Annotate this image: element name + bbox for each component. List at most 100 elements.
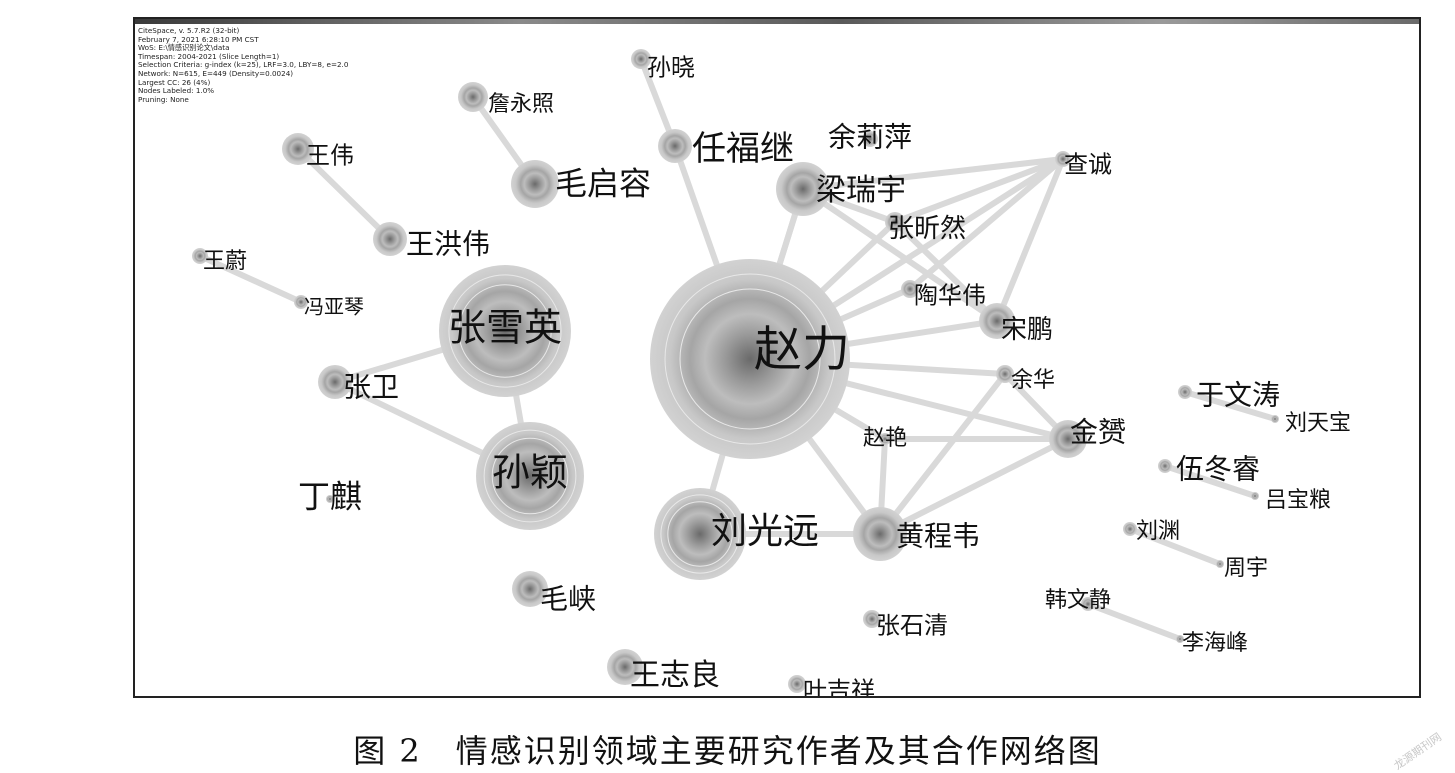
author-node[interactable]: 王志良 — [607, 649, 720, 693]
author-node-circle — [373, 222, 407, 256]
coauthor-link — [877, 371, 1008, 537]
author-node[interactable]: 梁瑞宇 — [776, 162, 906, 216]
author-label: 张雪英 — [448, 306, 562, 350]
author-node[interactable]: 刘渊 — [1123, 519, 1180, 544]
meta-line: Timespan: 2004-2021 (Slice Length=1) — [138, 51, 280, 61]
author-label: 张卫 — [343, 371, 399, 404]
author-label: 丁麒 — [298, 478, 362, 516]
author-node[interactable]: 金赟 — [1049, 416, 1126, 459]
coauthor-link — [907, 156, 1066, 292]
author-label: 查诚 — [1064, 151, 1112, 179]
author-node-ring — [458, 284, 552, 378]
author-node-circle — [776, 162, 830, 216]
author-label: 韩文静 — [1045, 588, 1111, 613]
author-label: 金赟 — [1070, 416, 1126, 449]
author-node-ring — [667, 501, 733, 567]
author-label: 王洪伟 — [406, 228, 490, 261]
author-node[interactable]: 孙颖 — [476, 422, 584, 530]
author-node[interactable]: 周宇 — [1216, 556, 1268, 581]
author-node[interactable]: 詹永照 — [458, 82, 554, 117]
author-node-ring — [679, 288, 821, 430]
author-node[interactable]: 李海峰 — [1176, 631, 1248, 656]
coauthor-link — [1182, 389, 1278, 422]
author-node-circle — [607, 649, 643, 685]
author-node-ring — [660, 494, 740, 574]
author-node[interactable]: 王伟 — [282, 133, 354, 170]
author-node[interactable]: 韩文静 — [1045, 588, 1111, 613]
author-node[interactable]: 余华 — [996, 365, 1055, 393]
author-label: 张石清 — [876, 612, 948, 640]
author-node-circle — [1178, 385, 1192, 399]
meta-line: WoS: E:\情感识别论文\data — [138, 43, 230, 53]
author-node[interactable]: 宋鹏 — [979, 303, 1053, 345]
citespace-info: CiteSpace, v. 5.7.R2 (32-bit)February 7,… — [138, 26, 349, 104]
author-node-circle — [788, 675, 806, 693]
author-label: 李海峰 — [1182, 631, 1248, 656]
author-node-circle — [1176, 635, 1184, 643]
author-node[interactable]: 刘光远 — [654, 488, 819, 580]
meta-line: Network: N=615, E=449 (Density=0.0024) — [138, 68, 294, 78]
author-node[interactable]: 吕宝粮 — [1251, 488, 1331, 513]
author-node-circle — [1158, 459, 1172, 473]
author-label: 毛峡 — [540, 583, 596, 616]
author-node[interactable]: 刘天宝 — [1271, 411, 1351, 436]
author-node[interactable]: 毛启容 — [511, 160, 651, 208]
author-label: 赵艳 — [863, 426, 907, 451]
coauthor-link — [197, 253, 304, 305]
author-label: 梁瑞宇 — [816, 173, 906, 208]
author-label: 黄程韦 — [896, 520, 980, 553]
author-node[interactable]: 王蔚 — [192, 248, 247, 274]
author-node[interactable]: 丁麒 — [298, 478, 362, 516]
author-node-ring — [483, 429, 577, 523]
author-node[interactable]: 查诚 — [1055, 151, 1112, 179]
author-label: 周宇 — [1224, 556, 1268, 581]
author-node-circle — [650, 259, 850, 459]
author-node-circle — [458, 82, 488, 112]
author-node[interactable]: 黄程韦 — [853, 507, 980, 561]
author-node-ring — [491, 437, 569, 515]
network-panel: 赵力 张雪英孙颖刘光远 黄程韦 梁瑞宇 毛启容任福继金赟 宋鹏 王洪伟张卫王志良毛峡 王伟 詹永… — [133, 17, 1421, 698]
coauthor-link — [877, 436, 1071, 537]
author-label: 冯亚琴 — [304, 295, 364, 319]
coauthor-link — [892, 156, 1066, 225]
author-node[interactable]: 于文涛 — [1178, 379, 1280, 412]
author-label: 叶吉祥 — [803, 677, 875, 699]
author-node[interactable]: 陶华伟 — [901, 280, 986, 310]
author-node[interactable]: 伍冬睿 — [1158, 453, 1260, 486]
author-label: 孙晓 — [647, 54, 695, 82]
author-node[interactable]: 赵力 — [650, 259, 850, 459]
author-node[interactable]: 任福继 — [658, 129, 794, 169]
author-node[interactable]: 张昕然 — [885, 212, 966, 244]
author-node[interactable]: 冯亚琴 — [294, 295, 364, 319]
author-node[interactable]: 余莉萍 — [828, 121, 912, 154]
author-label: 宋鹏 — [1001, 315, 1053, 345]
coauthor-link — [800, 156, 1066, 192]
author-node-circle — [512, 571, 548, 607]
author-node-circle — [1055, 151, 1071, 167]
author-label: 张昕然 — [888, 214, 966, 244]
author-node[interactable]: 孙晓 — [631, 49, 695, 82]
author-node[interactable]: 叶吉祥 — [788, 675, 875, 698]
author-node[interactable]: 毛峡 — [512, 571, 596, 616]
author-node[interactable]: 张雪英 — [439, 265, 571, 397]
coauthor-link — [994, 156, 1066, 324]
timeline-bar — [135, 19, 1419, 24]
author-label: 刘光远 — [711, 511, 819, 552]
author-node-circle — [853, 507, 907, 561]
author-label: 余莉萍 — [828, 121, 912, 154]
author-node[interactable]: 张石清 — [863, 610, 948, 640]
author-node[interactable]: 张卫 — [318, 365, 399, 404]
author-node-circle — [631, 49, 651, 69]
author-node-circle — [192, 248, 208, 264]
author-node-circle — [901, 280, 919, 298]
author-node-circle — [1271, 415, 1279, 423]
author-node[interactable]: 赵艳 — [863, 426, 907, 451]
meta-line: Selection Criteria: g-index (k=25), LRF=… — [138, 60, 349, 70]
author-label: 王伟 — [306, 142, 354, 170]
author-node-circle — [863, 610, 881, 628]
author-node[interactable]: 王洪伟 — [373, 222, 490, 261]
author-label: 刘渊 — [1136, 519, 1180, 544]
author-label: 孙颖 — [492, 451, 568, 495]
author-node-circle — [511, 160, 559, 208]
